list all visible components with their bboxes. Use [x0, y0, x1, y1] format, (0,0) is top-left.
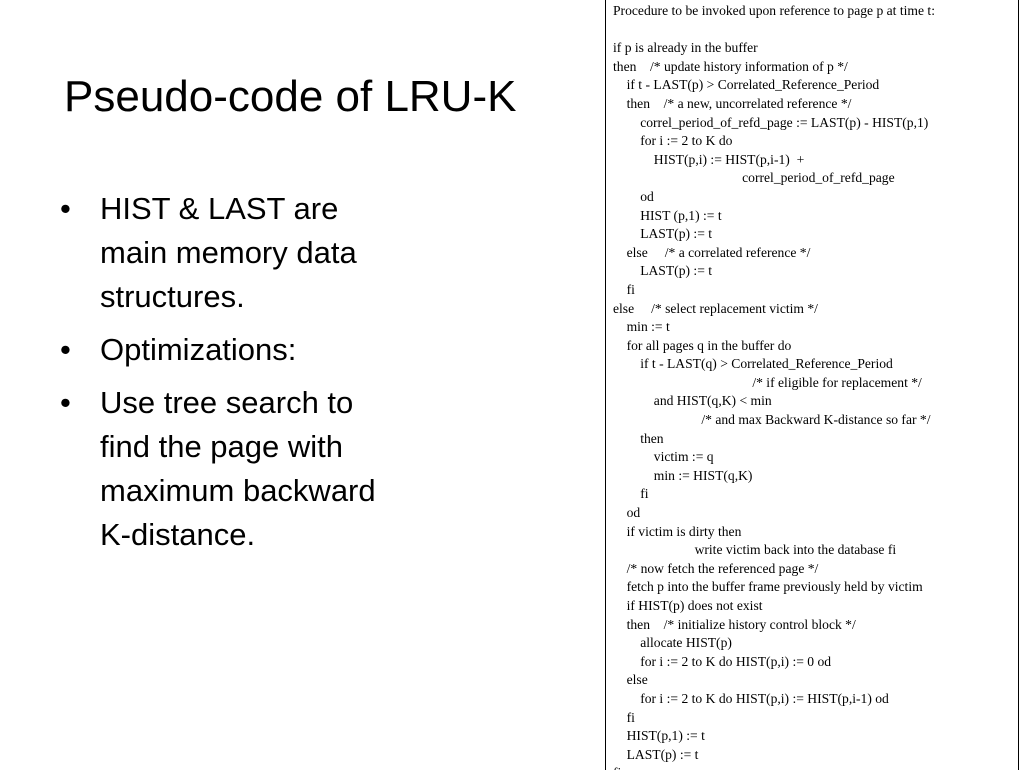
code-line: if p is already in the buffer [613, 40, 758, 56]
bullet-item: • Use tree search to find the page with … [60, 381, 480, 557]
code-line: and HIST(q,K) < min [613, 393, 772, 409]
code-line: then /* a new, uncorrelated reference */ [613, 95, 852, 111]
pseudo-code-listing: Procedure to be invoked upon reference t… [606, 0, 1018, 770]
code-line: /* if eligible for replacement */ [613, 374, 922, 390]
code-line: else /* select replacement victim */ [613, 300, 818, 316]
code-line: correl_period_of_refd_page [613, 170, 895, 186]
code-line: allocate HIST(p) [613, 635, 732, 651]
code-line: then /* initialize history control block… [613, 616, 856, 632]
bullet-text-optimizations: Optimizations: [100, 332, 297, 367]
code-line: then /* update history information of p … [613, 58, 848, 74]
code-line: for all pages q in the buffer do [613, 337, 792, 353]
code-line: /* and max Backward K-distance so far */ [613, 412, 931, 428]
code-line: else /* a correlated reference */ [613, 244, 811, 260]
bullet-text-hist-last: HIST & LAST are main memory data structu… [100, 191, 357, 314]
bullet-marker: • [60, 191, 71, 226]
slide-title: Pseudo-code of LRU-K [64, 72, 517, 121]
code-line: victim := q [613, 449, 714, 465]
code-line: fi [613, 486, 649, 502]
code-line: /* now fetch the referenced page */ [613, 560, 819, 576]
code-line: fetch p into the buffer frame previously… [613, 579, 923, 595]
bullet-item: • HIST & LAST are main memory data struc… [60, 187, 480, 319]
code-line: fi [613, 281, 635, 297]
bullet-marker: • [60, 332, 71, 367]
code-line: od [613, 188, 654, 204]
code-line: HIST(p,i) := HIST(p,i-1) + [613, 151, 805, 167]
code-line: od [613, 505, 641, 521]
code-line: HIST(p,1) := t [613, 728, 705, 744]
bullet-list: • HIST & LAST are main memory data struc… [60, 187, 480, 566]
code-line: for i := 2 to K do HIST(p,i) := HIST(p,i… [613, 690, 889, 706]
code-line: if t - LAST(p) > Correlated_Reference_Pe… [613, 77, 880, 93]
pseudo-code-box: Procedure to be invoked upon reference t… [605, 0, 1019, 770]
code-line: for i := 2 to K do HIST(p,i) := 0 od [613, 653, 832, 669]
code-line [613, 21, 1018, 40]
code-line: then [613, 430, 664, 446]
code-line: HIST (p,1) := t [613, 207, 722, 223]
code-line: LAST(p) := t [613, 263, 713, 279]
code-line: if t - LAST(q) > Correlated_Reference_Pe… [613, 356, 893, 372]
code-line: LAST(p) := t [613, 746, 699, 762]
code-line: if victim is dirty then [613, 523, 742, 539]
bullet-marker: • [60, 385, 71, 420]
code-line: min := HIST(q,K) [613, 467, 753, 483]
code-line: write victim back into the database fi [613, 542, 897, 558]
code-line: fi [613, 764, 1018, 770]
code-line: LAST(p) := t [613, 226, 713, 242]
code-line: correl_period_of_refd_page := LAST(p) - … [613, 114, 929, 130]
bullet-item: • Optimizations: [60, 328, 480, 372]
code-line: for i := 2 to K do [613, 133, 733, 149]
code-line: fi [613, 709, 635, 725]
bullet-text-tree-search: Use tree search to find the page with ma… [100, 385, 376, 552]
code-line: Procedure to be invoked upon reference t… [613, 3, 935, 18]
code-line: min := t [613, 319, 670, 335]
code-line: if HIST(p) does not exist [613, 598, 763, 613]
code-line: else [613, 672, 648, 688]
